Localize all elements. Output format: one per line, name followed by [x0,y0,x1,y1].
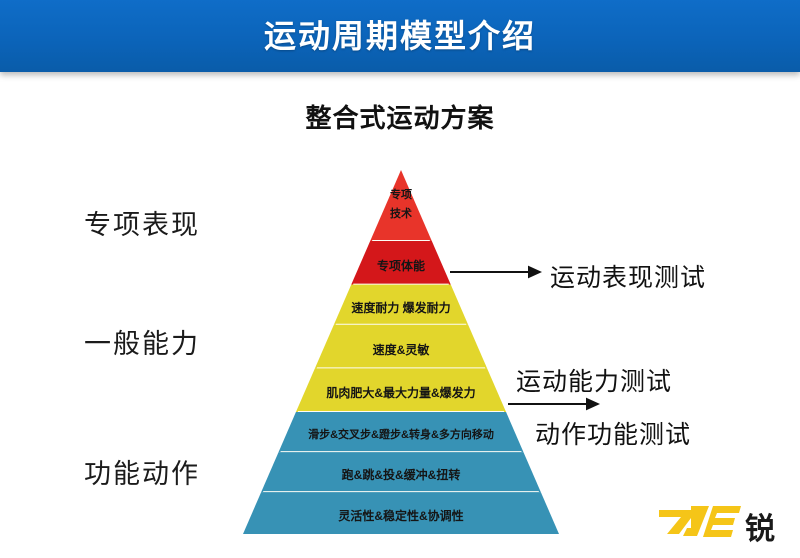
category-label-general-ability: 一般能力 [84,329,200,359]
header-banner: 运动周期模型介绍 [0,0,800,72]
pyramid-tier-6 [261,452,541,493]
pyramid-tier-1 [351,240,451,285]
page-title: 运动周期模型介绍 [263,18,536,54]
category-label-performance: 专项表现 [84,210,200,240]
logo-wordmark: 锐 [745,513,775,546]
pyramid-tier-5 [278,412,524,453]
pyramid-tier-0 [370,170,432,241]
rje-logo-icon [659,506,741,537]
slide-subtitle: 整合式运动方案 [305,103,495,133]
pyramid-tier-2 [333,284,469,325]
brand-logo: 锐 [657,500,789,546]
pyramid-diagram: 专项技术 专项体能 速度耐力 爆发耐力 速度&灵敏 肌肉肥大&最大力量&爆发力 … [243,170,559,534]
pyramid-tier-4 [295,368,507,413]
pyramid-tier-3 [314,324,488,369]
callout-performance-test: 运动表现测试 [550,264,707,292]
callout-ability-test: 运动能力测试 [516,368,673,396]
pyramid-shapes [243,170,559,534]
callout-movement-test: 动作功能测试 [535,421,692,449]
category-label-functional-movement: 功能动作 [84,459,200,489]
pyramid-tier-7 [243,492,559,534]
